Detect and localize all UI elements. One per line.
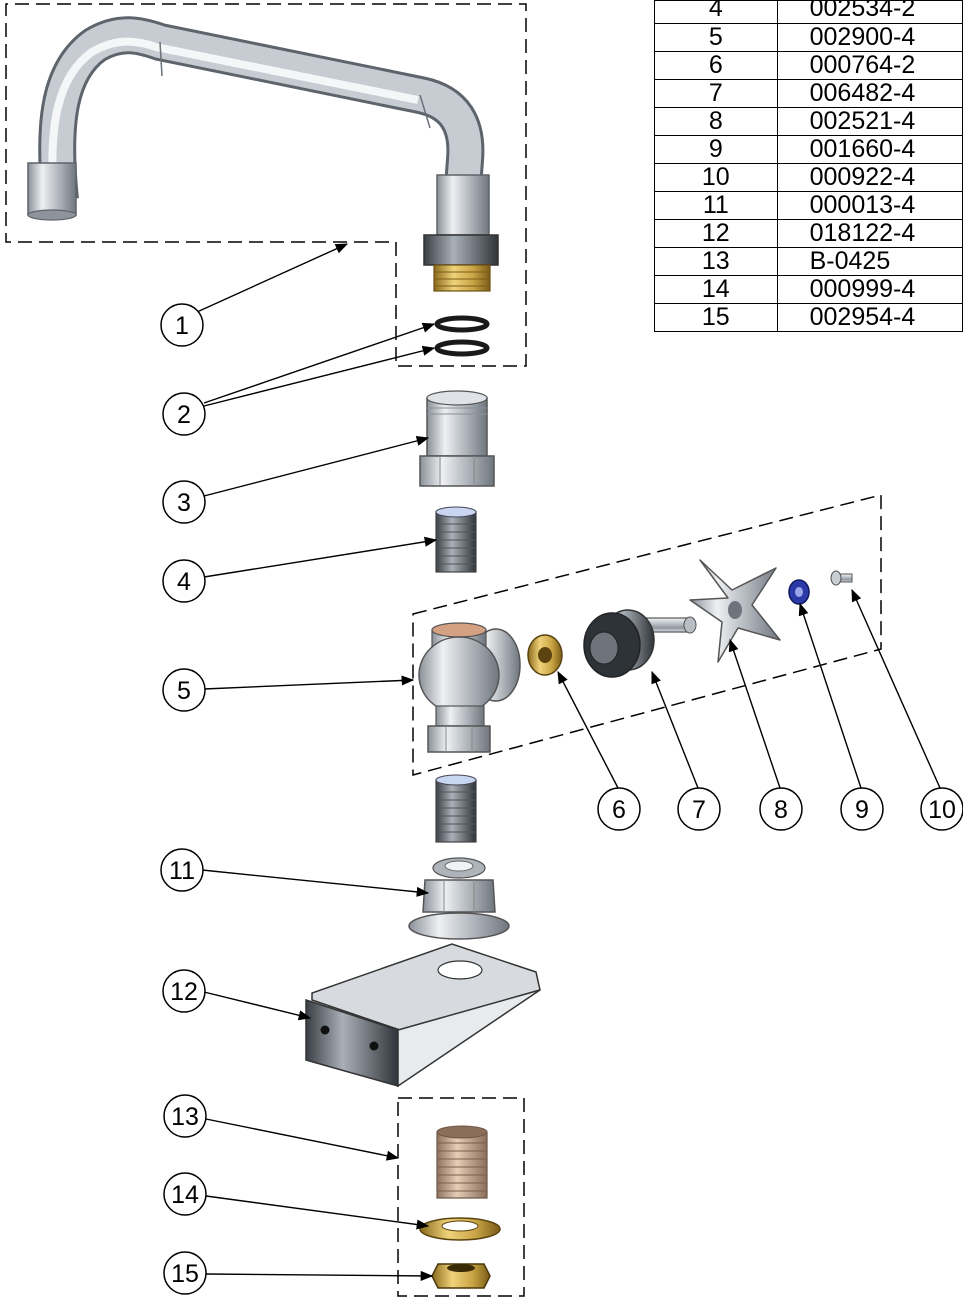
svg-text:3: 3 <box>177 489 191 517</box>
elbow-body <box>418 622 521 753</box>
part-number-cell: 000999-4 <box>776 275 963 304</box>
part-number-cell: 002900-4 <box>776 23 963 52</box>
leader-5 <box>203 675 415 690</box>
part-number-cell: B-0425 <box>776 247 963 276</box>
svg-text:8: 8 <box>774 796 788 824</box>
bottom-group-outline <box>397 1097 525 1297</box>
leader-11 <box>201 869 430 897</box>
svg-text:6: 6 <box>612 796 626 824</box>
svg-text:11: 11 <box>169 857 195 885</box>
leader-14 <box>205 1195 430 1230</box>
leader-4 <box>203 536 438 578</box>
svg-text:4: 4 <box>177 568 191 596</box>
valve-group-outline <box>412 494 882 776</box>
callout-13: 13 <box>163 1094 207 1138</box>
nipple-upper <box>435 506 477 573</box>
spout-group-outline <box>5 3 527 367</box>
callout-6: 6 <box>597 787 641 831</box>
svg-text:7: 7 <box>692 796 706 824</box>
svg-text:1: 1 <box>175 312 189 340</box>
leader-1 <box>196 243 349 313</box>
o-rings <box>434 315 490 357</box>
part-number-cell: 002521-4 <box>776 107 963 136</box>
item-number-cell: 11 <box>654 191 778 220</box>
part-number-cell: 002954-4 <box>776 303 963 332</box>
leader-lines <box>196 243 941 1281</box>
locknut <box>431 1263 491 1289</box>
item-number-cell: 8 <box>654 107 778 136</box>
seat-washer <box>527 634 563 676</box>
leader-13 <box>205 1118 400 1161</box>
nipple-lower <box>435 774 477 843</box>
svg-text:15: 15 <box>171 1260 199 1288</box>
part-number-cell: 000013-4 <box>776 191 963 220</box>
leader-3 <box>203 435 430 497</box>
spout <box>27 16 499 292</box>
leader-9 <box>798 602 862 789</box>
leader-15 <box>205 1270 434 1281</box>
svg-text:9: 9 <box>855 796 869 824</box>
callout-9: 9 <box>840 787 884 831</box>
washer <box>419 1217 501 1241</box>
callout-8: 8 <box>759 787 803 831</box>
leader-2b <box>203 345 436 407</box>
part-number-cell: 000922-4 <box>776 163 963 192</box>
leader-12 <box>203 991 312 1021</box>
threaded-nipple <box>436 1125 488 1199</box>
leader-2a <box>203 322 436 404</box>
part-number-cell: 002534-2 <box>776 0 963 24</box>
svg-text:12: 12 <box>170 978 198 1006</box>
item-number-cell: 9 <box>654 135 778 164</box>
leader-10 <box>851 588 941 789</box>
callout-10: 10 <box>920 787 963 831</box>
leader-7 <box>651 670 699 789</box>
item-number-cell: 10 <box>654 163 778 192</box>
leader-8 <box>728 638 781 789</box>
four-arm-handle <box>689 559 781 663</box>
flange-nut <box>408 857 510 940</box>
callout-7: 7 <box>677 787 721 831</box>
index-button <box>788 579 810 605</box>
handle-screw <box>830 570 853 586</box>
svg-text:2: 2 <box>177 401 191 429</box>
item-number-cell: 15 <box>654 303 778 332</box>
mounting-bracket <box>305 943 541 1088</box>
callout-11: 11 <box>160 848 204 892</box>
part-number-cell: 006482-4 <box>776 79 963 108</box>
svg-text:14: 14 <box>171 1181 199 1209</box>
callout-3: 3 <box>162 480 206 524</box>
group-outlines <box>5 3 882 1297</box>
cartridge-stem <box>583 609 697 678</box>
part-number-cell: 000764-2 <box>776 51 963 80</box>
callout-4: 4 <box>162 559 206 603</box>
svg-text:13: 13 <box>171 1103 199 1131</box>
coupling-nut <box>419 390 495 487</box>
callout-12: 12 <box>162 969 206 1013</box>
callout-15: 15 <box>163 1251 207 1295</box>
callout-1: 1 <box>160 303 204 347</box>
callout-2: 2 <box>162 392 206 436</box>
callout-14: 14 <box>163 1172 207 1216</box>
item-number-cell: 4 <box>654 0 778 24</box>
callout-5: 5 <box>162 668 206 712</box>
svg-text:5: 5 <box>177 677 191 705</box>
part-number-cell: 018122-4 <box>776 219 963 248</box>
callouts: 1 2 3 4 5 6 7 8 9 10 11 12 13 14 15 <box>160 303 963 1295</box>
leader-6 <box>557 670 619 789</box>
svg-text:10: 10 <box>928 796 956 824</box>
